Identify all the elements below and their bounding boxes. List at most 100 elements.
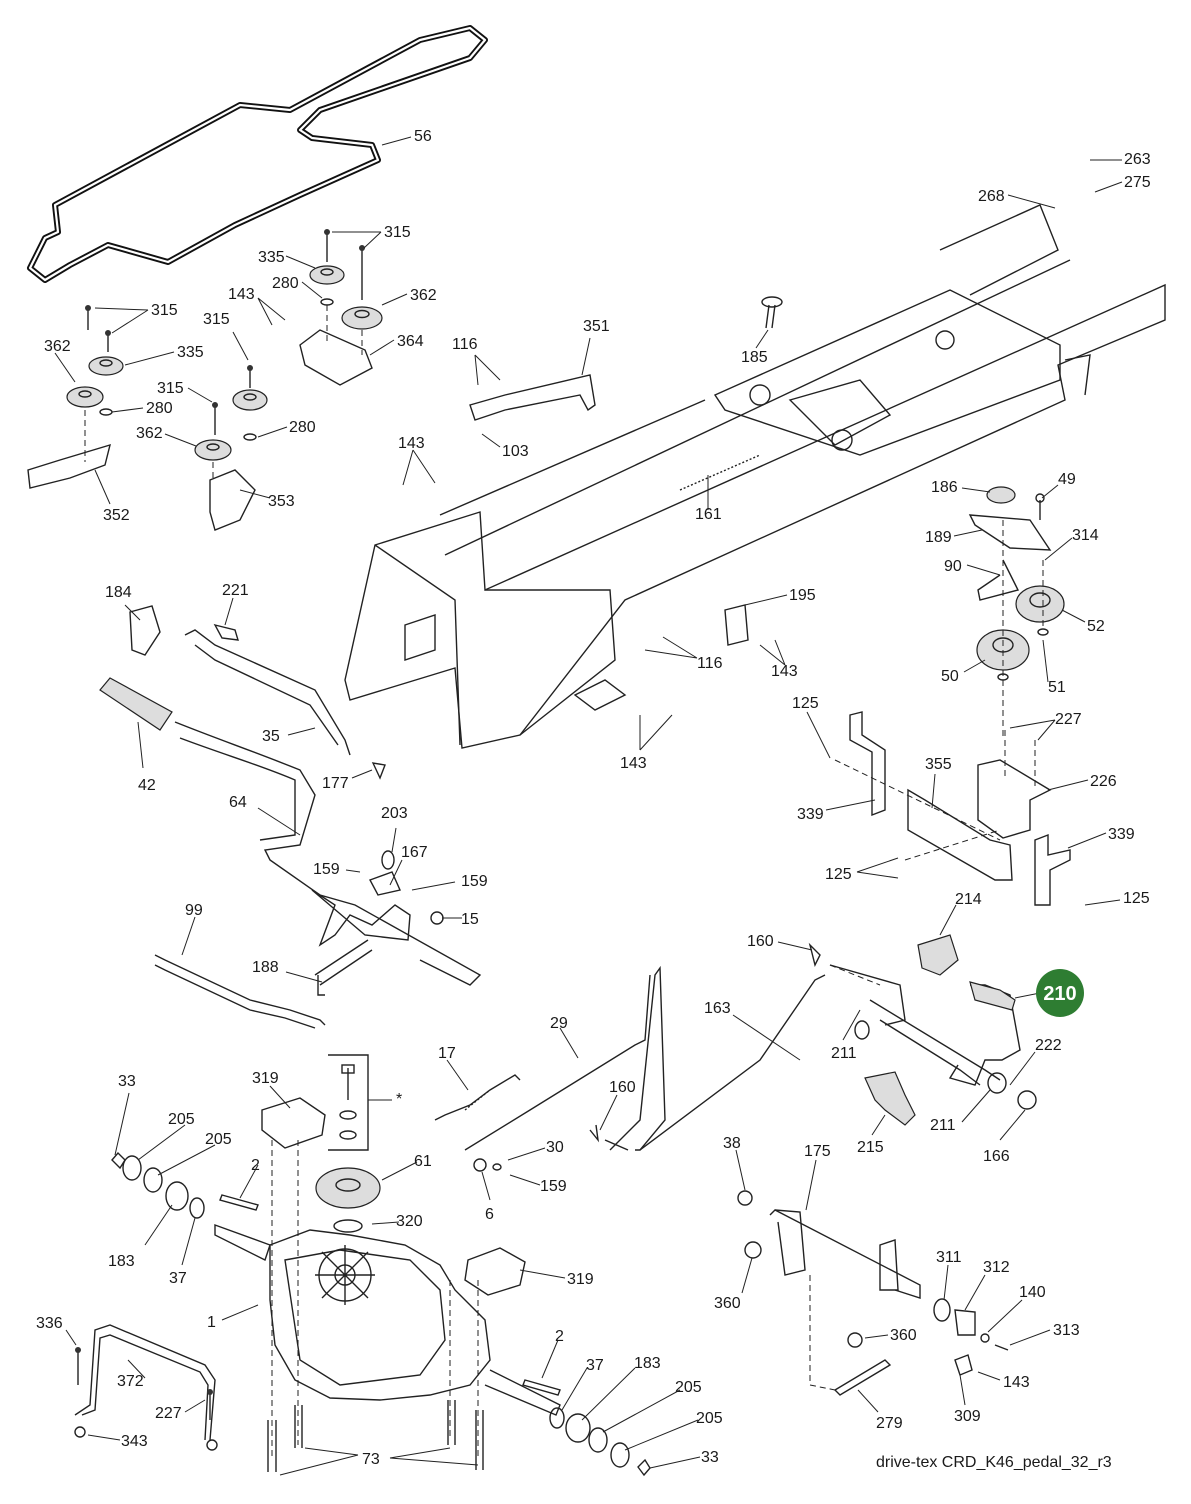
label-143[interactable]: 143 (228, 286, 255, 303)
highlight-badge-210[interactable]: 210 (1036, 969, 1084, 1017)
label-362[interactable]: 362 (410, 287, 437, 304)
label-103[interactable]: 103 (502, 443, 529, 460)
label-90[interactable]: 90 (944, 558, 962, 575)
label-64[interactable]: 64 (229, 794, 247, 811)
label-37[interactable]: 37 (586, 1357, 604, 1374)
label-312[interactable]: 312 (983, 1259, 1010, 1276)
label-351[interactable]: 351 (583, 318, 610, 335)
label-362[interactable]: 362 (44, 338, 71, 355)
label-50[interactable]: 50 (941, 668, 959, 685)
label-61[interactable]: 61 (414, 1153, 432, 1170)
label-186[interactable]: 186 (931, 479, 958, 496)
label-211[interactable]: 211 (831, 1045, 857, 1062)
label-125[interactable]: 125 (792, 695, 819, 712)
label-362[interactable]: 362 (136, 425, 163, 442)
label-99[interactable]: 99 (185, 902, 203, 919)
label-2[interactable]: 2 (555, 1328, 564, 1345)
label-315[interactable]: 315 (384, 224, 411, 241)
label-343[interactable]: 343 (121, 1433, 148, 1450)
label-161[interactable]: 161 (695, 506, 722, 523)
label-314[interactable]: 314 (1072, 527, 1099, 544)
label-116[interactable]: 116 (697, 655, 723, 672)
label-320[interactable]: 320 (396, 1213, 423, 1230)
label-143[interactable]: 143 (771, 663, 798, 680)
label-51[interactable]: 51 (1048, 679, 1066, 696)
label-360[interactable]: 360 (890, 1327, 917, 1344)
label-38[interactable]: 38 (723, 1135, 741, 1152)
label-280[interactable]: 280 (289, 419, 316, 436)
label-227[interactable]: 227 (155, 1405, 182, 1422)
label-279[interactable]: 279 (876, 1415, 903, 1432)
label-203[interactable]: 203 (381, 805, 408, 822)
label-222[interactable]: 222 (1035, 1037, 1062, 1054)
label-227[interactable]: 227 (1055, 711, 1082, 728)
label-214[interactable]: 214 (955, 891, 982, 908)
bracket-195[interactable] (724, 604, 749, 646)
label-2[interactable]: 2 (251, 1157, 260, 1174)
label-185[interactable]: 185 (741, 349, 768, 366)
label-335[interactable]: 335 (258, 249, 285, 266)
label-364[interactable]: 364 (397, 333, 424, 350)
label-1[interactable]: 1 (207, 1314, 216, 1331)
label-183[interactable]: 183 (634, 1355, 661, 1372)
label-268[interactable]: 268 (978, 188, 1005, 205)
label-167[interactable]: 167 (401, 844, 428, 861)
label-160[interactable]: 160 (747, 933, 774, 950)
label-353[interactable]: 353 (268, 493, 295, 510)
label-205[interactable]: 205 (168, 1111, 195, 1128)
label-15[interactable]: 15 (461, 911, 479, 928)
label-143[interactable]: 143 (620, 755, 647, 772)
label-339[interactable]: 339 (1108, 826, 1135, 843)
label-159[interactable]: 159 (461, 873, 488, 890)
label-195[interactable]: 195 (789, 587, 816, 604)
label-125[interactable]: 125 (1123, 890, 1150, 907)
label-17[interactable]: 17 (438, 1045, 456, 1062)
label-116[interactable]: 116 (452, 336, 478, 353)
label-313[interactable]: 313 (1053, 1322, 1080, 1339)
label-205[interactable]: 205 (696, 1410, 723, 1427)
label-159[interactable]: 159 (313, 861, 340, 878)
label-35[interactable]: 35 (262, 728, 280, 745)
label-184[interactable]: 184 (105, 584, 132, 601)
label-163[interactable]: 163 (704, 1000, 731, 1017)
label-143[interactable]: 143 (398, 435, 425, 452)
label-6[interactable]: 6 (485, 1206, 494, 1223)
label-49[interactable]: 49 (1058, 471, 1076, 488)
label-319[interactable]: 319 (252, 1070, 279, 1087)
label-352[interactable]: 352 (103, 507, 130, 524)
label-30[interactable]: 30 (546, 1139, 564, 1156)
label-205[interactable]: 205 (205, 1131, 232, 1148)
label-360[interactable]: 360 (714, 1295, 741, 1312)
label-211[interactable]: 211 (930, 1117, 956, 1134)
spring-161[interactable] (679, 454, 761, 491)
label-205[interactable]: 205 (675, 1379, 702, 1396)
bracket-351[interactable] (469, 374, 596, 421)
label-33[interactable]: 33 (118, 1073, 136, 1090)
label-37[interactable]: 37 (169, 1270, 187, 1287)
label-315[interactable]: 315 (203, 311, 230, 328)
label-159[interactable]: 159 (540, 1178, 567, 1195)
label-175[interactable]: 175 (804, 1143, 831, 1160)
label-140[interactable]: 140 (1019, 1284, 1046, 1301)
label-355[interactable]: 355 (925, 756, 952, 773)
carriage-bolt-185[interactable] (761, 296, 783, 329)
label-33[interactable]: 33 (701, 1449, 719, 1466)
label-226[interactable]: 226 (1090, 773, 1117, 790)
label-311[interactable]: 311 (936, 1249, 962, 1266)
label-339[interactable]: 339 (797, 806, 824, 823)
label-319[interactable]: 319 (567, 1271, 594, 1288)
label-188[interactable]: 188 (252, 959, 279, 976)
label-73[interactable]: 73 (362, 1451, 380, 1468)
label-56[interactable]: 56 (414, 128, 432, 145)
label-336[interactable]: 336 (36, 1315, 63, 1332)
label-315[interactable]: 315 (151, 302, 178, 319)
label-315[interactable]: 315 (157, 380, 184, 397)
label-125[interactable]: 125 (825, 866, 852, 883)
label-263[interactable]: 263 (1124, 151, 1151, 168)
label-160[interactable]: 160 (609, 1079, 636, 1096)
label-177[interactable]: 177 (322, 775, 349, 792)
label-189[interactable]: 189 (925, 529, 952, 546)
label-29[interactable]: 29 (550, 1015, 568, 1032)
drive-belt[interactable] (27, 25, 488, 283)
label-280[interactable]: 280 (272, 275, 299, 292)
